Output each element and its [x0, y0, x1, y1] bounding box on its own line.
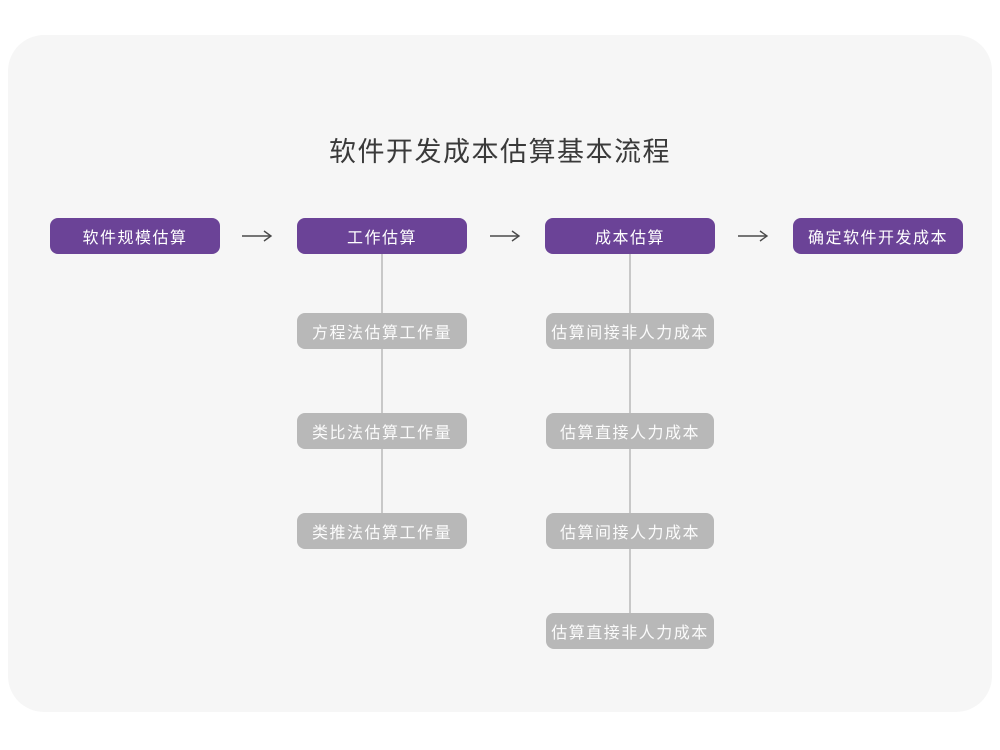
stage-node-work-estimation: 工作估算: [297, 218, 467, 254]
stage-node-determine-development-cost: 确定软件开发成本: [793, 218, 963, 254]
diagram-title: 软件开发成本估算基本流程: [329, 137, 671, 168]
stage-node-software-size-estimation: 软件规模估算: [50, 218, 220, 254]
connector-line-work-estimation: [381, 253, 383, 515]
arrow-right-icon: [489, 228, 523, 242]
method-node-equation-method: 方程法估算工作量: [297, 313, 467, 349]
step-node-direct-non-labor-cost: 估算直接非人力成本: [546, 613, 714, 649]
arrow-right-icon: [241, 228, 275, 242]
arrow-right-icon: [737, 228, 771, 242]
step-node-indirect-non-labor-cost: 估算间接非人力成本: [546, 313, 714, 349]
method-node-analogy-method: 类推法估算工作量: [297, 513, 467, 549]
step-node-direct-labor-cost: 估算直接人力成本: [546, 413, 714, 449]
method-node-comparison-method: 类比法估算工作量: [297, 413, 467, 449]
flowchart-card: 软件开发成本估算基本流程 软件规模估算 工作估算 成本估算: [8, 35, 992, 712]
step-node-indirect-labor-cost: 估算间接人力成本: [546, 513, 714, 549]
stage-node-cost-estimation: 成本估算: [545, 218, 715, 254]
